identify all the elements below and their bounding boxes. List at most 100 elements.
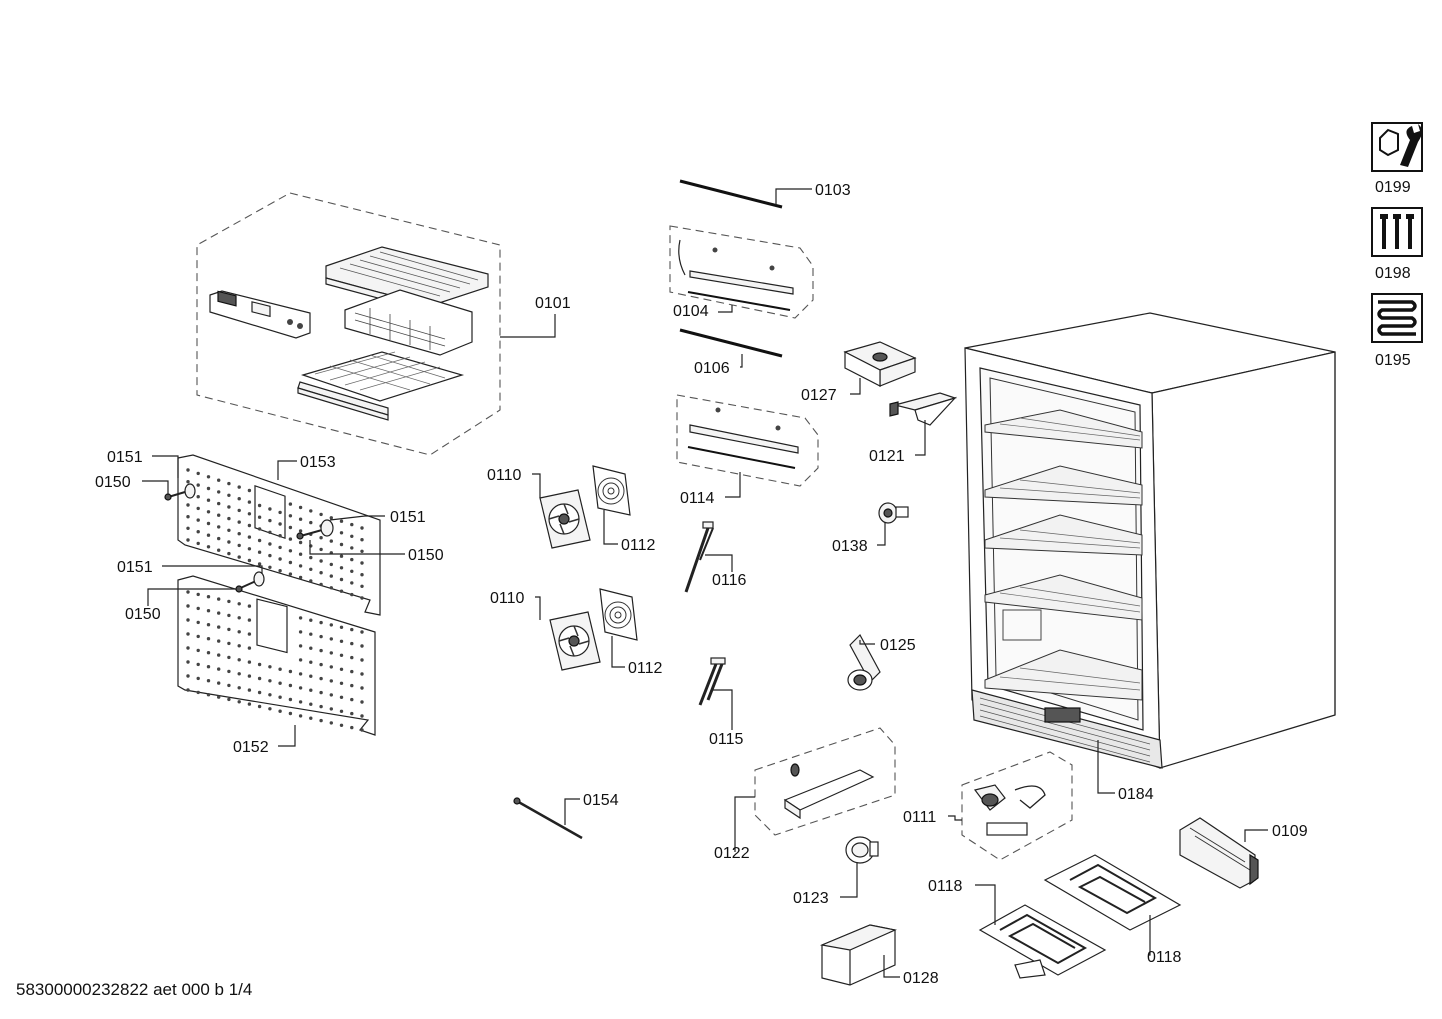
perforation-hole — [278, 695, 282, 699]
perforation-hole — [339, 681, 344, 685]
perforation-hole — [237, 630, 241, 634]
perforation-hole — [288, 537, 293, 541]
perforation-hole — [247, 547, 252, 551]
knob-0138 — [878, 502, 909, 524]
perforation-hole — [257, 662, 262, 667]
perforation-hole — [309, 567, 313, 571]
perforation-hole — [217, 681, 221, 685]
perforation-hole — [360, 549, 364, 553]
perforation-hole — [186, 526, 190, 530]
callout-0151-mid: 0151 — [390, 509, 426, 526]
perforation-hole — [350, 534, 354, 538]
perforation-hole — [217, 548, 221, 552]
perforation-hole — [227, 505, 231, 509]
tool-legend-0195 — [1371, 293, 1423, 343]
perforation-hole — [227, 641, 231, 646]
light-cover-0106 — [679, 328, 783, 358]
perforation-hole — [339, 566, 344, 570]
perforation-hole — [186, 646, 190, 650]
perforation-hole — [217, 639, 221, 643]
perforation-hole — [288, 572, 293, 576]
perforation-hole — [268, 693, 272, 697]
perforation-hole — [247, 660, 252, 664]
callout-0122: 0122 — [714, 845, 750, 862]
perforation-hole — [268, 679, 272, 683]
perforation-hole — [298, 714, 303, 718]
perforation-hole — [319, 690, 323, 695]
perforation-hole — [360, 561, 364, 565]
perforation-hole — [350, 557, 354, 562]
perforation-hole — [319, 718, 323, 723]
heater-0118-left — [978, 904, 1107, 979]
perforation-hole — [339, 577, 344, 582]
callout-0110-upper: 0110 — [487, 467, 522, 484]
callout-0127: 0127 — [801, 387, 837, 404]
perforation-hole — [186, 618, 190, 622]
perforation-hole — [227, 540, 231, 544]
perforation-hole — [288, 502, 293, 506]
perforation-hole — [206, 679, 211, 683]
perforation-hole — [186, 468, 190, 472]
perforation-hole — [196, 606, 200, 611]
perforation-hole — [298, 630, 303, 634]
housing-0128 — [819, 924, 897, 986]
perforation-hole — [329, 707, 333, 711]
perforation-hole — [227, 481, 231, 486]
perforation-hole — [237, 532, 241, 536]
perforation-hole — [339, 542, 344, 547]
perforation-hole — [247, 488, 252, 493]
perforation-hole — [309, 632, 313, 636]
perforation-hole — [298, 644, 303, 648]
grille-0112-upper — [592, 465, 631, 516]
legend-code-0198: 0198 — [1375, 265, 1411, 282]
perforation-hole — [206, 510, 211, 514]
perforation-hole — [227, 613, 231, 618]
perforation-hole — [329, 679, 333, 683]
perforation-hole — [360, 526, 364, 530]
led-strip-0114 — [687, 407, 799, 469]
perforation-hole — [350, 592, 354, 597]
perforation-hole — [329, 637, 333, 641]
perforation-hole — [339, 519, 344, 523]
perforation-hole — [217, 611, 221, 615]
legend-code-0199: 0199 — [1375, 179, 1411, 196]
grille-0112-lower — [599, 588, 638, 641]
perforation-hole — [350, 569, 354, 573]
led-strip-0104 — [678, 239, 794, 311]
perforation-hole — [186, 660, 190, 664]
foot-0123 — [845, 836, 879, 864]
perforation-hole — [298, 616, 303, 620]
perforation-hole — [309, 646, 313, 650]
callout-0150-mid: 0150 — [408, 547, 444, 564]
perforation-hole — [278, 557, 282, 561]
perforation-hole — [227, 551, 231, 556]
callout-0184: 0184 — [1118, 786, 1154, 803]
callout-0112-upper: 0112 — [621, 537, 656, 554]
callout-0153: 0153 — [300, 454, 336, 471]
perforation-hole — [339, 695, 344, 699]
perforation-hole — [350, 683, 354, 688]
sensor-0115 — [698, 657, 726, 706]
tool-legend-0199 — [1371, 122, 1423, 172]
perforation-hole — [339, 653, 344, 657]
perforation-hole — [268, 553, 272, 558]
perforation-hole — [278, 545, 282, 550]
rear-panel-0152 — [177, 575, 376, 736]
perforation-hole — [339, 554, 344, 558]
perforation-hole — [309, 702, 313, 706]
perforation-hole — [217, 695, 221, 699]
perforation-hole — [227, 528, 231, 532]
perforation-hole — [319, 648, 323, 653]
perforation-hole — [309, 660, 313, 664]
perforation-hole — [257, 704, 262, 709]
perforation-hole — [227, 655, 231, 660]
perforation-hole — [329, 623, 333, 627]
perforation-hole — [227, 599, 231, 604]
perforation-hole — [196, 483, 200, 487]
perforation-hole — [309, 520, 313, 525]
perforation-hole — [196, 541, 200, 546]
perforation-hole — [319, 620, 323, 625]
perforation-hole — [206, 637, 211, 641]
perforation-hole — [298, 686, 303, 690]
perforation-hole — [247, 688, 252, 692]
